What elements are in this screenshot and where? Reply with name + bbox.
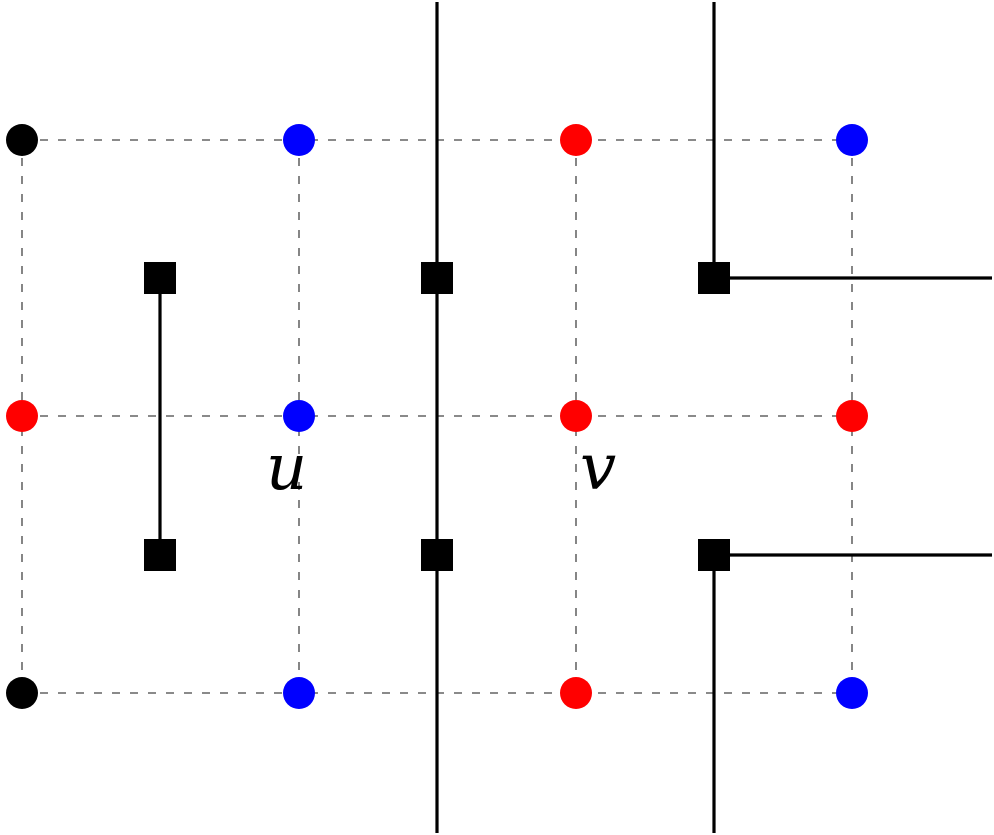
vertex-red-r1c3 [836,400,868,432]
vertex-red-r1c2 [560,400,592,432]
square-node [144,262,176,294]
vertex-blue-r0c3 [836,124,868,156]
vertex-red-r1c0 [6,400,38,432]
vertex-red-r0c2 [560,124,592,156]
vertex-label-v: v [580,431,616,505]
vertex-blue-r2c1 [283,677,315,709]
vertex-red-r2c2 [560,677,592,709]
vertex-black-r0c0 [6,124,38,156]
square-nodes [144,262,730,571]
vertex-blue-r2c3 [836,677,868,709]
square-node [421,262,453,294]
square-node [421,539,453,571]
vertex-black-r2c0 [6,677,38,709]
vertex-blue-r0c1 [283,124,315,156]
vertex-label-u: u [266,431,307,505]
vertex-layer [6,124,868,709]
vertex-blue-r1c1 [283,400,315,432]
square-node [698,539,730,571]
square-node [144,539,176,571]
square-node [698,262,730,294]
